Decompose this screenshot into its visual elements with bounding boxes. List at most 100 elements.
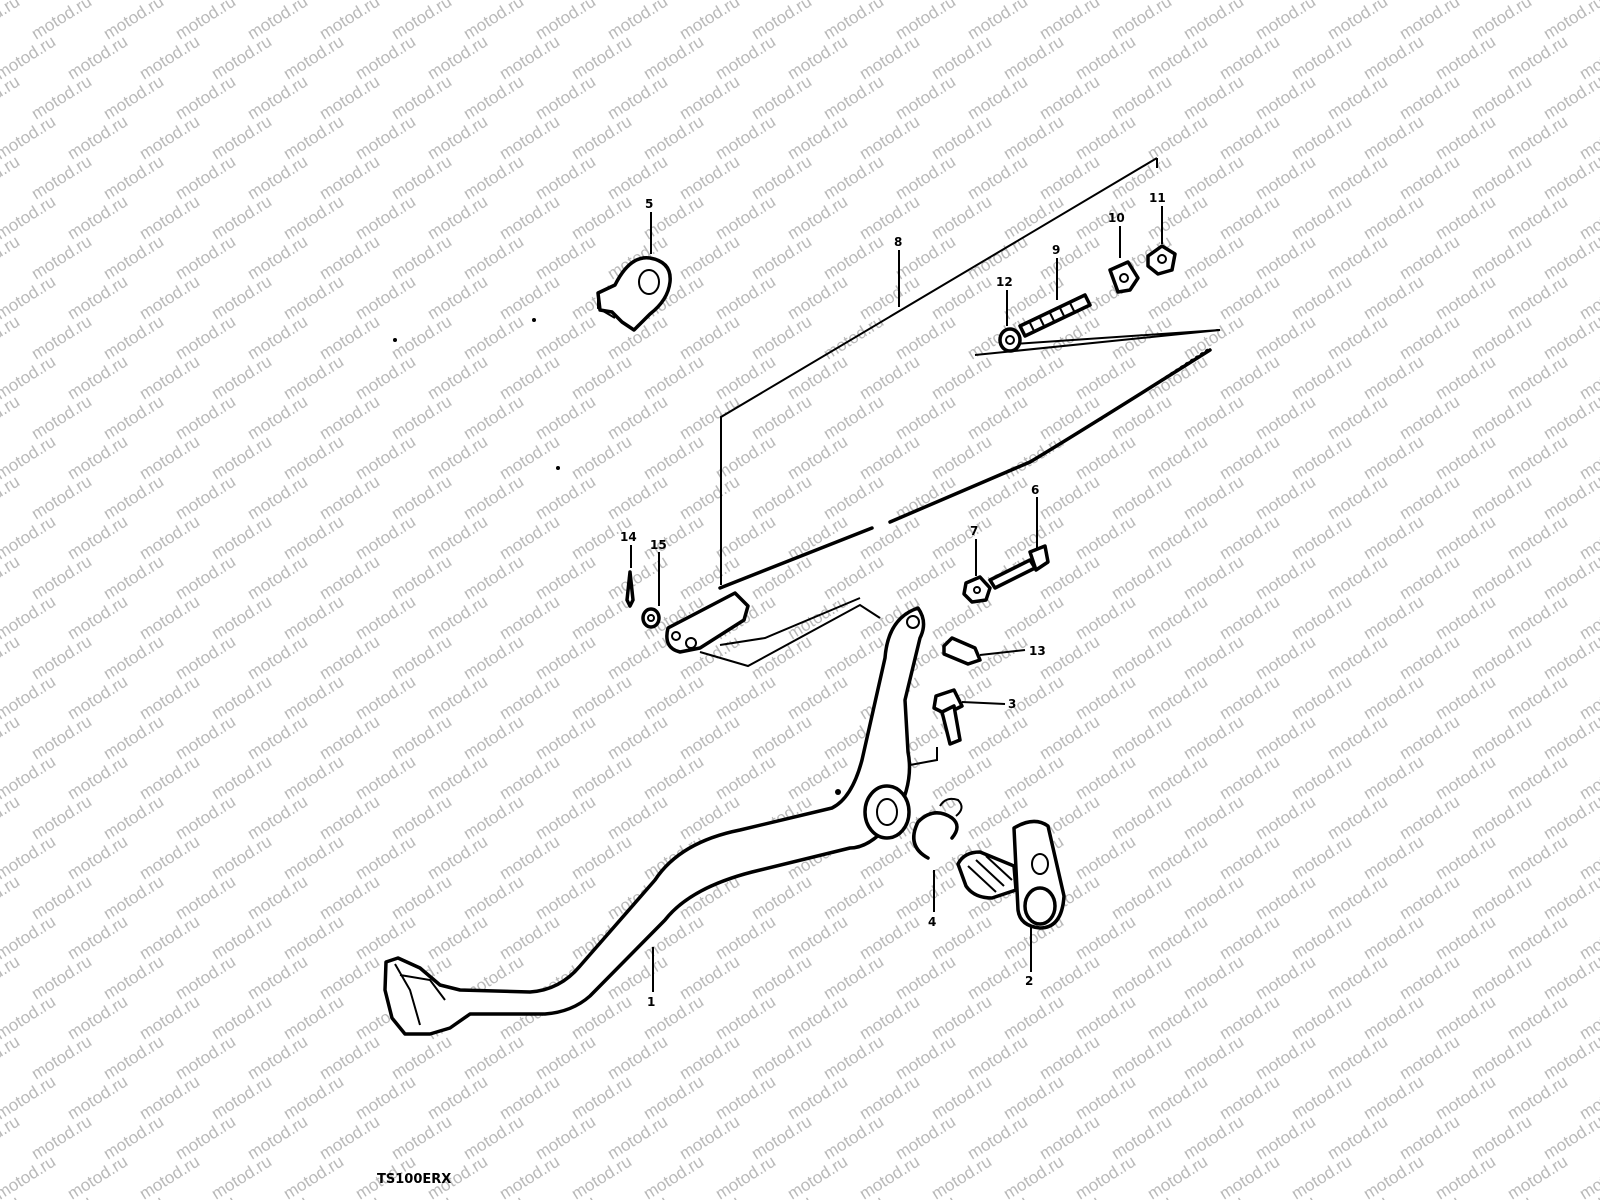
watermark-text: motod.ru [1252,952,1319,1004]
watermark-text: motod.ru [1180,472,1247,524]
watermark-text: motod.ru [352,512,419,564]
watermark-text: motod.ru [1324,392,1391,444]
watermark-text: motod.ru [244,872,311,924]
watermark-text: motod.ru [1360,352,1427,404]
watermark-text: motod.ru [532,392,599,444]
watermark-text: motod.ru [136,1072,203,1124]
watermark-text: motod.ru [1396,312,1463,364]
watermark-text: motod.ru [532,792,599,844]
watermark-text: motod.ru [316,872,383,924]
watermark-text: motod.ru [1360,432,1427,484]
watermark-text: motod.ru [1252,632,1319,684]
watermark-text: motod.ru [1540,712,1600,764]
watermark-text: motod.ru [676,0,743,43]
watermark-text: motod.ru [1288,1072,1355,1124]
watermark-text: motod.ru [784,992,851,1044]
watermark-text: motod.ru [0,72,23,124]
watermark-text: motod.ru [244,552,311,604]
watermark-text: motod.ru [1468,552,1535,604]
watermark-text: motod.ru [1180,152,1247,204]
watermark-text: motod.ru [28,472,95,524]
bolt-3-link [909,747,938,766]
watermark-text: motod.ru [1324,952,1391,1004]
watermark-text: motod.ru [1324,232,1391,284]
watermark-text: motod.ru [1504,112,1571,164]
watermark-text: motod.ru [676,152,743,204]
watermark-text: motod.ru [244,472,311,524]
watermark-text: motod.ru [1216,112,1283,164]
watermark-text: motod.ru [1504,32,1571,84]
watermark-text: motod.ru [1504,592,1571,644]
watermark-text: motod.ru [424,192,491,244]
watermark-text: motod.ru [676,1192,743,1200]
watermark-text: motod.ru [1072,1072,1139,1124]
watermark-text: motod.ru [820,552,887,604]
watermark-text: motod.ru [352,592,419,644]
watermark-text: motod.ru [1000,1072,1067,1124]
watermark-text: motod.ru [136,512,203,564]
watermark-text: motod.ru [136,112,203,164]
watermark-text: motod.ru [316,712,383,764]
watermark-text: motod.ru [1432,112,1499,164]
watermark-text: motod.ru [1036,72,1103,124]
watermark-text: motod.ru [1540,632,1600,684]
watermark-text: motod.ru [424,512,491,564]
watermark-text: motod.ru [604,712,671,764]
watermark-text: motod.ru [1288,432,1355,484]
watermark-text: motod.ru [856,32,923,84]
watermark-text: motod.ru [352,272,419,324]
watermark-text: motod.ru [712,352,779,404]
callout-5: 5 [645,197,653,211]
watermark-text: motod.ru [208,1152,275,1200]
watermark-text: motod.ru [892,872,959,924]
watermark-text: motod.ru [1180,312,1247,364]
watermark-text: motod.ru [1360,592,1427,644]
watermark-text: motod.ru [100,632,167,684]
watermark-text: motod.ru [568,32,635,84]
watermark-text: motod.ru [1468,232,1535,284]
watermark-text: motod.ru [136,992,203,1044]
watermark-text: motod.ru [604,1032,671,1084]
watermark-text: motod.ru [892,1112,959,1164]
watermark-text: motod.ru [1108,552,1175,604]
watermark-text: motod.ru [784,272,851,324]
watermark-text: motod.ru [1000,992,1067,1044]
watermark-text: motod.ru [532,1032,599,1084]
watermark-text: motod.ru [1072,912,1139,964]
watermark-text: motod.ru [424,832,491,884]
watermark-text: motod.ru [1432,752,1499,804]
watermark-text: motod.ru [0,392,23,444]
watermark-text: motod.ru [928,512,995,564]
watermark-text: motod.ru [1432,512,1499,564]
watermark-text: motod.ru [1216,512,1283,564]
watermark-text: motod.ru [28,1192,95,1200]
watermark-text: motod.ru [64,192,131,244]
watermark-text: motod.ru [1144,752,1211,804]
watermark-text: motod.ru [424,592,491,644]
watermark-text: motod.ru [172,792,239,844]
watermark-text: motod.ru [64,672,131,724]
watermark-text: motod.ru [928,752,995,804]
watermark-text: motod.ru [1540,552,1600,604]
watermark-text: motod.ru [1288,752,1355,804]
watermark-text: motod.ru [280,592,347,644]
watermark-text: motod.ru [64,432,131,484]
watermark-text: motod.ru [100,232,167,284]
watermark-text: motod.ru [0,552,23,604]
watermark-text: motod.ru [1036,472,1103,524]
watermark-text: motod.ru [784,912,851,964]
watermark-text: motod.ru [280,352,347,404]
watermark-text: motod.ru [424,32,491,84]
watermark-text: motod.ru [100,552,167,604]
watermark-text: motod.ru [1396,872,1463,924]
watermark-text: motod.ru [496,112,563,164]
watermark-text: motod.ru [604,0,671,43]
watermark-text: motod.ru [388,552,455,604]
watermark-text: motod.ru [640,112,707,164]
watermark-text: motod.ru [820,232,887,284]
watermark-text: motod.ru [1468,952,1535,1004]
watermark-text: motod.ru [1504,1072,1571,1124]
watermark-text: motod.ru [1540,472,1600,524]
